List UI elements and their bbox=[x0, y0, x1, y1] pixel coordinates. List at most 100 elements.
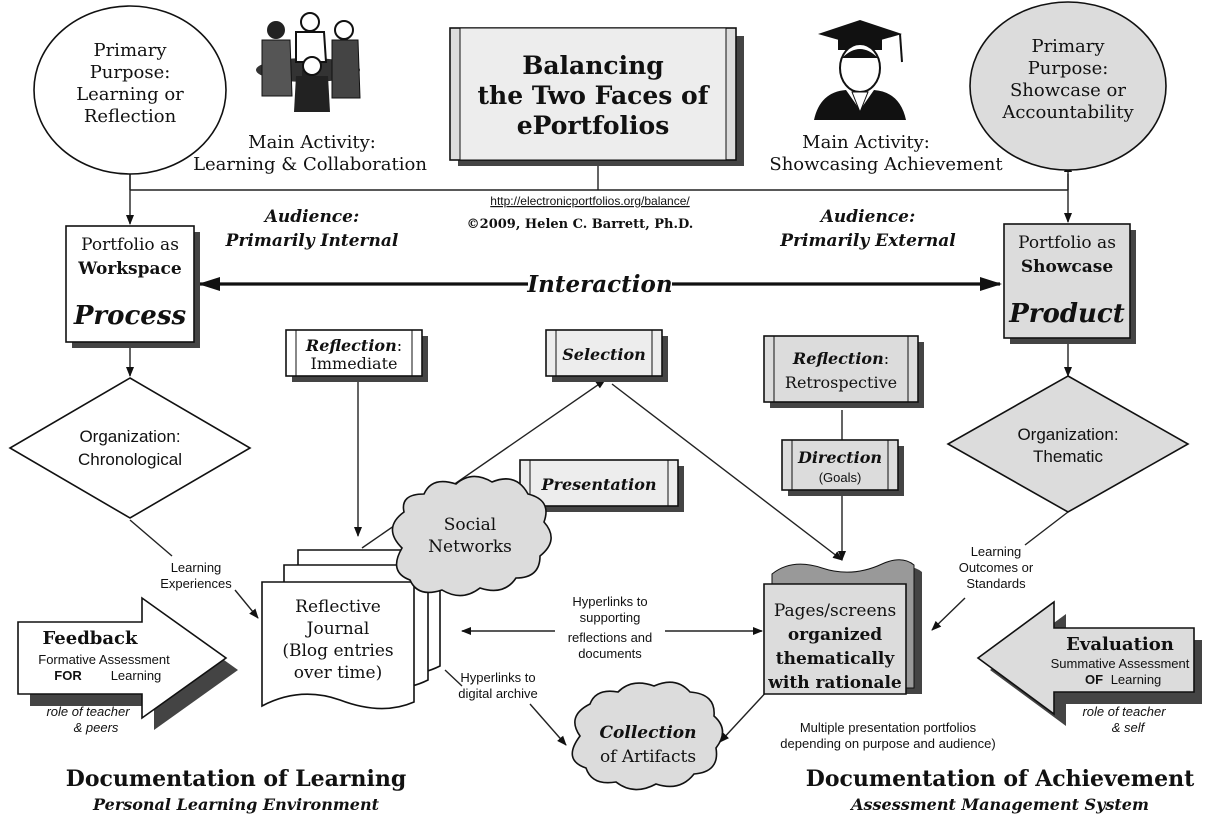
left-portfolio-mode-text: Process bbox=[73, 301, 187, 331]
right-activity-value: Showcasing Achievement bbox=[769, 154, 1003, 175]
center-pages-2-text: thematically bbox=[776, 649, 896, 669]
right-activity-label: Main Activity: bbox=[802, 132, 930, 153]
left-audience-label: Audience: bbox=[263, 207, 360, 227]
right-organization-diamond: Organization: Thematic bbox=[946, 375, 1190, 513]
direction-box: Direction (Goals) bbox=[781, 439, 904, 496]
left-feedback-for-text: FOR bbox=[54, 668, 82, 683]
center-hyperlinks-supporting-3-text: documents bbox=[578, 646, 642, 661]
right-purpose-1-text: Purpose: bbox=[1028, 58, 1109, 79]
right-footer-title: Documentation of Achievement bbox=[806, 766, 1195, 792]
left-purpose-1-text: Purpose: bbox=[90, 62, 171, 83]
right-footer-subtitle: Assessment Management System bbox=[849, 795, 1149, 814]
center-reflection-immediate-text: Immediate bbox=[311, 354, 398, 373]
center-hyperlinks-supporting-0-text: Hyperlinks to bbox=[572, 594, 647, 609]
left-organization-label-text: Organization: bbox=[79, 427, 180, 446]
workspace-box: Portfolio as Workspace Process bbox=[65, 225, 200, 348]
right-role-2: & self bbox=[1112, 720, 1146, 735]
right-evaluation-title-text: Evaluation bbox=[1066, 634, 1174, 655]
selection-box: Selection bbox=[545, 329, 668, 382]
center-reflection-label-text: Reflection bbox=[792, 349, 884, 368]
right-outcomes-0-text: Learning bbox=[971, 544, 1022, 559]
left-purpose-2-text: Learning or bbox=[76, 84, 184, 105]
reflection-immediate-box: Reflection: Immediate bbox=[285, 329, 428, 382]
center-hyperlinks-supporting-2-text: reflections and bbox=[568, 630, 653, 645]
left-role-2: & peers bbox=[74, 720, 119, 735]
left-footer-subtitle: Personal Learning Environment bbox=[92, 795, 380, 814]
svg-text:Reflection:: Reflection: bbox=[305, 336, 402, 355]
left-footer-title: Documentation of Learning bbox=[66, 766, 407, 792]
left-role-1: role of teacher bbox=[46, 704, 130, 719]
left-experiences-1-text: Experiences bbox=[160, 576, 232, 591]
learning-experiences-label: Learning Experiences bbox=[160, 560, 232, 591]
right-outcomes-1-text: Outcomes or bbox=[959, 560, 1034, 575]
right-audience-value: Primarily External bbox=[779, 231, 956, 251]
center-reflection-retrospective-text: Retrospective bbox=[785, 373, 897, 392]
right-evaluation-of-text: OF bbox=[1085, 672, 1103, 687]
center-selection-text: Selection bbox=[562, 345, 646, 364]
left-experiences-0-text: Learning bbox=[171, 560, 222, 575]
center-goals-text: (Goals) bbox=[819, 470, 862, 485]
hyperlinks-archive-label: Hyperlinks to digital archive bbox=[458, 670, 538, 701]
left-activity-label: Main Activity: bbox=[248, 132, 376, 153]
learning-outcomes-label: Learning Outcomes or Standards bbox=[959, 544, 1034, 591]
center-presentation-text: Presentation bbox=[541, 475, 657, 494]
left-purpose-0-text: Primary bbox=[93, 40, 167, 61]
right-role-1: role of teacher bbox=[1082, 704, 1166, 719]
hyperlinks-supporting-label: Hyperlinks to supporting reflections and… bbox=[568, 594, 653, 661]
right-portfolio-type-text: Showcase bbox=[1021, 257, 1114, 277]
title-line-2: the Two Faces of bbox=[477, 81, 710, 110]
left-organization-diamond: Organization: Chronological bbox=[8, 377, 252, 519]
center-multiple-1-text: depending on purpose and audience) bbox=[780, 736, 995, 751]
right-portfolio-as-text: Portfolio as bbox=[1018, 233, 1116, 253]
showcase-box: Portfolio as Showcase Product bbox=[1003, 223, 1136, 344]
center-multiple-0-text: Multiple presentation portfolios bbox=[800, 720, 977, 735]
left-organization-value-text: Chronological bbox=[78, 450, 182, 469]
right-evaluation-sub-text: Summative Assessment bbox=[1051, 656, 1190, 671]
credit-copyright: ©2009, Helen C. Barrett, Ph.D. bbox=[467, 217, 694, 232]
right-organization-label-text: Organization: bbox=[1017, 425, 1118, 444]
center-pages-3-text: with rationale bbox=[767, 673, 902, 693]
right-purpose-0-text: Primary bbox=[1031, 36, 1105, 57]
left-feedback-learning-text: Learning bbox=[111, 668, 162, 683]
feedback-arrow: Feedback Formative Assessment FOR Learni… bbox=[17, 596, 238, 730]
center-social-0-text: Social bbox=[444, 515, 496, 535]
left-audience-value: Primarily Internal bbox=[225, 231, 399, 251]
center-social-1-text: Networks bbox=[428, 537, 512, 557]
center-pages-0-text: Pages/screens bbox=[774, 601, 896, 621]
left-purpose-ellipse: Primary Purpose: Learning or Reflection bbox=[33, 5, 227, 175]
multiple-portfolios-label: Multiple presentation portfolios dependi… bbox=[780, 720, 995, 751]
title-box: Balancing the Two Faces of ePortfolios bbox=[449, 27, 744, 166]
center-pages-1-text: organized bbox=[788, 625, 882, 645]
center-hyperlinks-archive-0-text: Hyperlinks to bbox=[460, 670, 535, 685]
interaction-label: Interaction bbox=[526, 271, 672, 298]
collaborating-people-icon bbox=[256, 12, 361, 112]
left-portfolio-type-text: Workspace bbox=[77, 259, 182, 279]
center-collection-0-text: Collection bbox=[600, 723, 697, 743]
svg-text:Reflection:: Reflection: bbox=[792, 349, 889, 368]
thematic-pages: Pages/screens organized thematically wit… bbox=[763, 559, 922, 695]
credit-url[interactable]: http://electronicportfolios.org/balance/ bbox=[490, 194, 690, 208]
left-purpose-3-text: Reflection bbox=[84, 106, 177, 127]
collection-artifacts-cloud: Collection of Artifacts bbox=[571, 681, 724, 791]
center-journal-2-text: (Blog entries bbox=[282, 641, 393, 661]
center-collection-1-text: of Artifacts bbox=[600, 747, 696, 767]
right-evaluation-learning-text: Learning bbox=[1111, 672, 1162, 687]
title-line-1: Balancing bbox=[522, 51, 664, 80]
left-feedback-sub-text: Formative Assessment bbox=[38, 652, 170, 667]
evaluation-arrow: Evaluation Summative Assessment OF Learn… bbox=[976, 600, 1202, 726]
center-journal-1-text: Journal bbox=[305, 619, 370, 639]
center-direction-text: Direction bbox=[797, 448, 882, 467]
center-hyperlinks-supporting-1-text: supporting bbox=[580, 610, 641, 625]
reflective-journal: Reflective Journal (Blog entries over ti… bbox=[261, 549, 441, 710]
left-activity-value: Learning & Collaboration bbox=[193, 154, 427, 175]
interaction-arrow: Interaction bbox=[198, 271, 1002, 298]
right-audience-label: Audience: bbox=[819, 207, 916, 227]
center-reflection-label-text: Reflection bbox=[305, 336, 397, 355]
center-hyperlinks-archive-1-text: digital archive bbox=[458, 686, 538, 701]
left-feedback-title-text: Feedback bbox=[43, 628, 138, 649]
right-purpose-3-text: Accountability bbox=[1001, 102, 1134, 123]
right-purpose-2-text: Showcase or bbox=[1010, 80, 1126, 101]
right-outcomes-2-text: Standards bbox=[966, 576, 1026, 591]
center-journal-3-text: over time) bbox=[294, 663, 383, 683]
